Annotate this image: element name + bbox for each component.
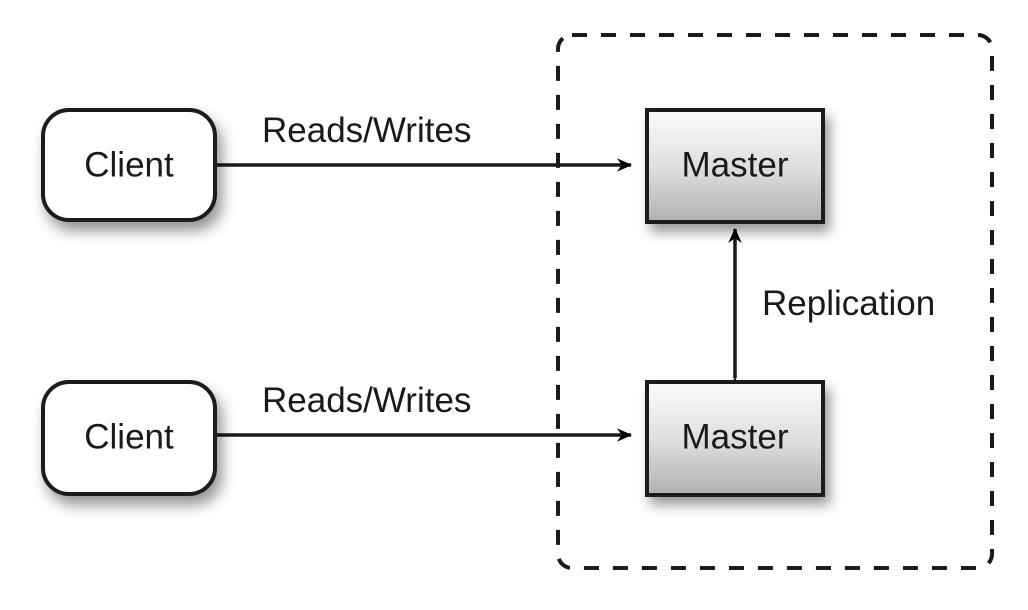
master-bottom-label: Master	[682, 417, 789, 456]
node-client-bottom[interactable]: Client	[41, 380, 217, 496]
node-master-top[interactable]: Master	[645, 108, 825, 224]
client-bottom-label: Client	[84, 417, 174, 456]
node-master-bottom[interactable]: Master	[645, 380, 825, 497]
client-bottom-shape	[41, 380, 217, 496]
edge-label-reads-writes-bottom: Reads/Writes	[262, 381, 471, 420]
node-client-top[interactable]: Client	[41, 108, 217, 222]
master-bottom-shape	[645, 380, 825, 497]
replication-group-boundary	[556, 33, 994, 570]
client-top-label: Client	[84, 145, 174, 184]
edge-label-reads-writes-top: Reads/Writes	[262, 111, 471, 150]
master-top-shape	[645, 108, 825, 224]
edge-label-replication: Replication	[762, 284, 935, 323]
master-top-label: Master	[682, 145, 789, 184]
client-top-shape	[41, 108, 217, 222]
